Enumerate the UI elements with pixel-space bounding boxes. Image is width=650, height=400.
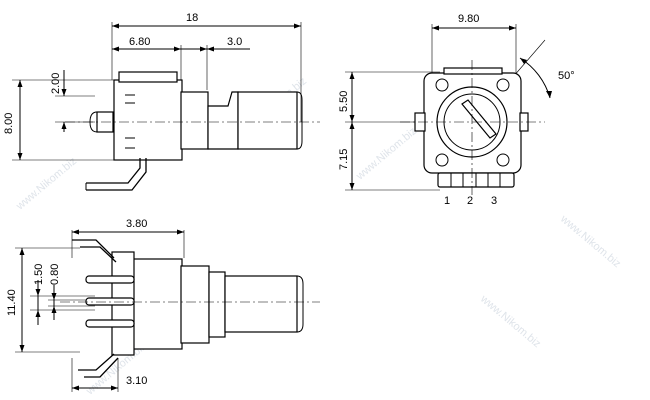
dimension-knob-width: 9.80 xyxy=(458,13,479,25)
dimension-body-length: 6.80 xyxy=(129,36,150,48)
dimension-pin-offset: 2.00 xyxy=(50,73,62,94)
watermark-text: www.Nikom.biz xyxy=(353,125,419,183)
dimension-angle: 50° xyxy=(558,70,575,82)
dimension-upper-height: 5.50 xyxy=(338,91,350,112)
pin-label-1: 1 xyxy=(444,195,450,207)
dimension-bushing-length: 3.0 xyxy=(227,36,242,48)
dimension-bottom-offset: 3.10 xyxy=(126,375,147,387)
dimension-side-height: 11.40 xyxy=(6,289,18,316)
dimension-pin-width-b: 0.80 xyxy=(49,264,61,285)
pin-label-2: 2 xyxy=(467,195,473,207)
pin-label-3: 3 xyxy=(491,195,497,207)
top-view: 3.80 11.40 1.50 0.80 xyxy=(6,218,320,392)
dimension-overall-length: 18 xyxy=(186,12,198,24)
dimension-lower-height: 7.15 xyxy=(338,149,350,170)
side-view: 18 6.80 3.0 8.00 2.00 xyxy=(3,12,320,191)
watermark-text: www.Nikom.biz xyxy=(13,155,79,213)
front-view: 9.80 5.50 7.15 50° xyxy=(338,13,575,207)
dimension-pin-width-a: 1.50 xyxy=(33,264,45,285)
watermark-text: www.Nikom.biz xyxy=(477,292,543,350)
dimension-top-height: 8.00 xyxy=(3,113,15,134)
dimension-pin-spacing: 3.80 xyxy=(126,218,147,230)
watermark-text: www.Nikom.biz xyxy=(557,212,623,270)
